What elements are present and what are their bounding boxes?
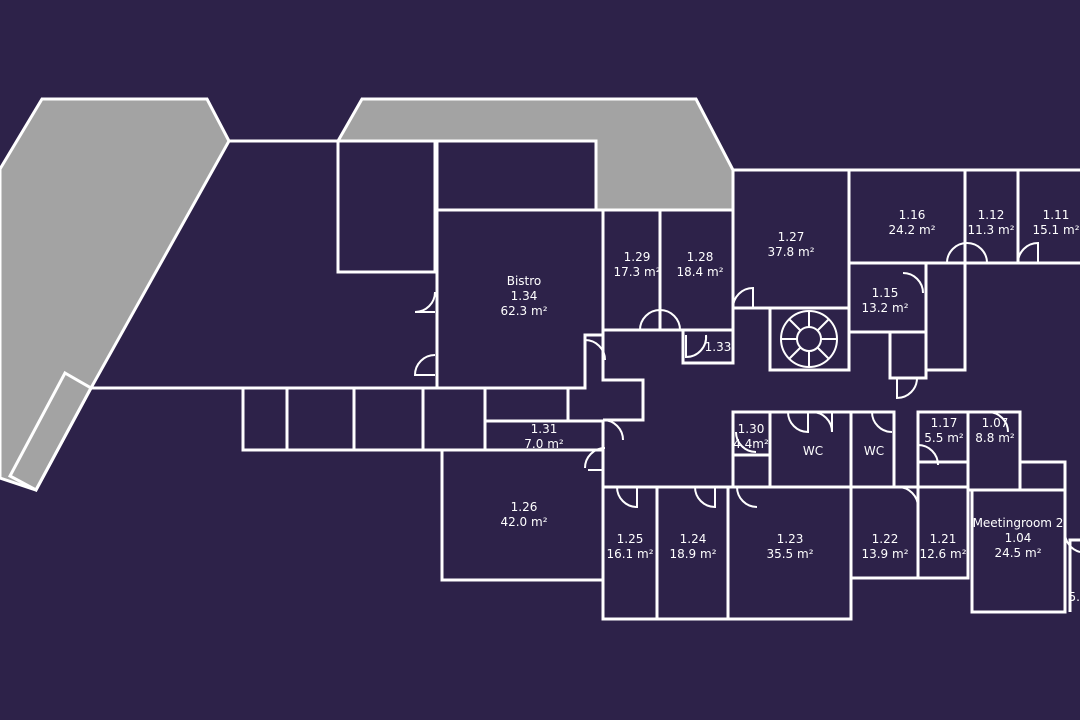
room-label-bistro: Bistro xyxy=(507,274,542,288)
room-label-1-11: 1.11 xyxy=(1043,208,1070,222)
room-label-1-26: 1.26 xyxy=(511,500,538,514)
room-label-1-30: 1.30 xyxy=(738,422,765,436)
room-label-1-29: 1.29 xyxy=(624,250,651,264)
west-strip xyxy=(7,370,94,493)
room-label-1-11-line1: 15.1 m² xyxy=(1032,223,1079,237)
room-label-meetingroom-2: Meetingroom 2 xyxy=(973,516,1064,530)
room-label-1-24-line1: 18.9 m² xyxy=(669,547,716,561)
room-label-1-31-line1: 7.0 m² xyxy=(524,437,564,451)
room-label-1-15-line1: 13.2 m² xyxy=(861,301,908,315)
room-label-1-28: 1.28 xyxy=(687,250,714,264)
room-label-1-23-line1: 35.5 m² xyxy=(766,547,813,561)
unavailable-area-north xyxy=(335,97,735,212)
room-label-meetingroom-2-line2: 24.5 m² xyxy=(994,546,1041,560)
room-sw-2 xyxy=(285,386,356,452)
room-label-1-25-line1: 16.1 m² xyxy=(606,547,653,561)
room-label-1-07: 1.07 xyxy=(982,416,1009,430)
staircase xyxy=(768,306,851,372)
room-1-21 xyxy=(916,460,970,580)
spiral-stair-inner xyxy=(796,326,822,352)
room-label-1-22-line1: 13.9 m² xyxy=(861,547,908,561)
south-corridor xyxy=(601,450,968,489)
room-label-1-24: 1.24 xyxy=(680,532,707,546)
room-sw-1 xyxy=(241,386,289,452)
room-label-1-22: 1.22 xyxy=(872,532,899,546)
room-label-wc-2: WC xyxy=(864,444,884,458)
room-north-west xyxy=(336,139,437,274)
room-label-1-31: 1.31 xyxy=(531,422,558,436)
room-label-1-15: 1.15 xyxy=(872,286,899,300)
room-label-1-28-line1: 18.4 m² xyxy=(676,265,723,279)
room-label-meetingroom-2-line1: 1.04 xyxy=(1005,531,1032,545)
central-walls xyxy=(601,335,645,422)
east-south-walls xyxy=(1020,460,1067,492)
room-edge xyxy=(1068,538,1080,612)
room-1-33 xyxy=(681,328,735,365)
room-label-edge-room: 5.3 xyxy=(1068,590,1080,604)
room-label-1-30-line1: 4.4m² xyxy=(733,437,769,451)
room-east-small xyxy=(888,330,928,380)
room-label-1-33: 1.33 xyxy=(705,340,732,354)
room-label-1-25: 1.25 xyxy=(617,532,644,546)
room-label-wc-1: WC xyxy=(803,444,823,458)
room-label-bistro-line2: 62.3 m² xyxy=(500,304,547,318)
room-label-1-17-line1: 5.5 m² xyxy=(924,431,964,445)
room-label-1-26-line1: 42.0 m² xyxy=(500,515,547,529)
room-label-1-17: 1.17 xyxy=(931,416,958,430)
room-label-bistro-line1: 1.34 xyxy=(511,289,538,303)
room-label-1-29-line1: 17.3 m² xyxy=(613,265,660,279)
room-label-1-07-line1: 8.8 m² xyxy=(975,431,1015,445)
room-label-1-27-line1: 37.8 m² xyxy=(767,245,814,259)
room-label-1-12: 1.12 xyxy=(978,208,1005,222)
room-label-1-21-line1: 12.6 m² xyxy=(919,547,966,561)
room-meetingroom-2 xyxy=(970,488,1067,614)
room-label-1-16: 1.16 xyxy=(899,208,926,222)
room-label-1-12-line1: 11.3 m² xyxy=(967,223,1014,237)
room-label-1-21: 1.21 xyxy=(930,532,957,546)
room-sw-5 xyxy=(483,386,570,423)
room-sw-3 xyxy=(352,386,425,452)
room-label-1-16-line1: 24.2 m² xyxy=(888,223,935,237)
east-block xyxy=(924,263,967,372)
room-sw-4 xyxy=(421,386,487,452)
spiral-stair-steps xyxy=(781,311,837,367)
room-label-1-23: 1.23 xyxy=(777,532,804,546)
room-north-mid xyxy=(435,139,598,212)
room-1-11 xyxy=(1016,168,1080,265)
room-label-1-27: 1.27 xyxy=(778,230,805,244)
door-swings xyxy=(413,241,1080,553)
